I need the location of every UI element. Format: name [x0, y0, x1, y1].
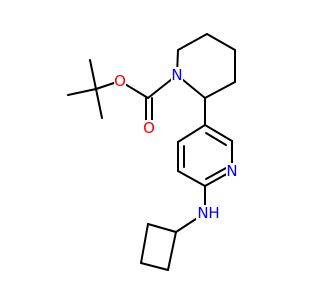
bond-pip-c2-c3	[204, 81, 236, 99]
atom-nitrogen-piperidine: N	[171, 66, 183, 84]
atom-oxygen-ester: O	[114, 72, 126, 90]
bond-pyr-c2-c3	[204, 124, 233, 142]
nitrogen-pyridine-label: N	[226, 162, 237, 180]
bond-tbu-methyl-top	[89, 59, 97, 90]
bond-cb-c1-c2	[167, 231, 177, 271]
nitrogen-piperidine-label: N	[171, 66, 182, 84]
oxygen-ester-label: O	[114, 72, 126, 90]
bond-pyr-c5-c6	[177, 170, 206, 187]
atom-nitrogen-pyridine: N	[226, 162, 238, 180]
bond-tbu-methyl-left	[67, 88, 97, 96]
nitrogen-amine-label: N	[197, 204, 208, 222]
hydrogen-amine-label: H	[208, 204, 219, 222]
bond-pyr-inner-c2-c3	[205, 132, 227, 146]
bond-pyr-inner-c6-n	[205, 167, 227, 180]
bond-cb-c4-c1	[147, 223, 177, 233]
bond-cb-c3-c4	[140, 223, 149, 264]
bond-pip-c5-c6	[177, 33, 208, 51]
bond-pyr-c3-c4	[177, 124, 206, 143]
bond-pip-c4-c5	[206, 33, 236, 51]
oxygen-carbonyl-label: O	[143, 119, 155, 137]
atom-nitrogen-amine: N H	[196, 204, 220, 222]
atom-oxygen-carbonyl: O	[143, 119, 155, 137]
molecule-canvas: O O N N N H	[67, 33, 238, 271]
bond-cb-c2-c3	[140, 262, 169, 271]
bond-tbu-methyl-bottom	[95, 88, 103, 119]
structure-diagram: O O N N N H	[67, 33, 238, 271]
